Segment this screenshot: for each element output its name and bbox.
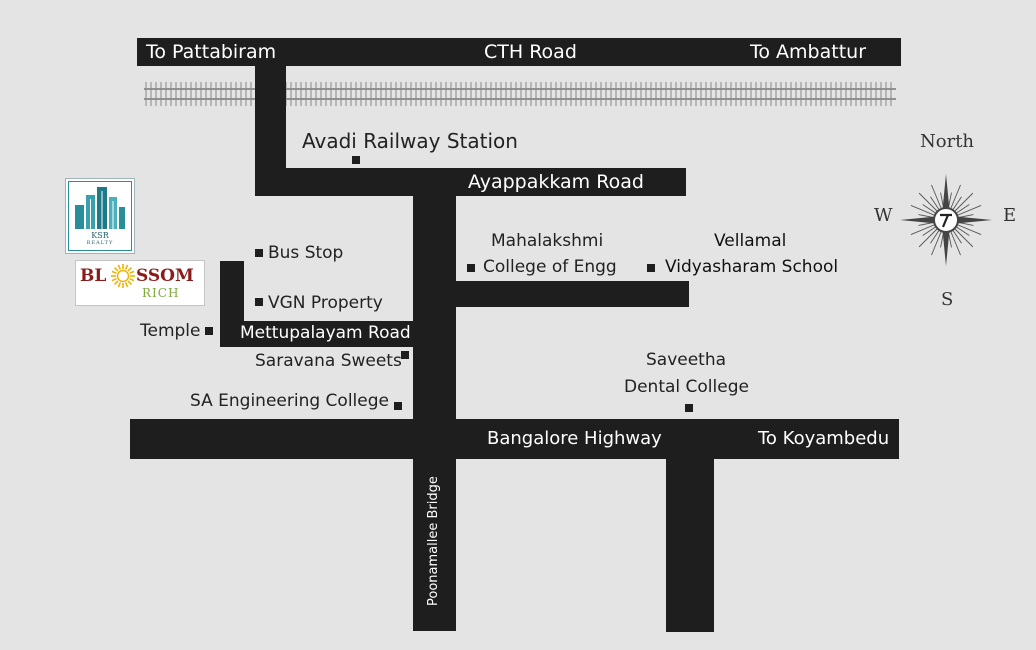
vellamal-label: Vellamal <box>714 231 787 251</box>
bus-stop-marker <box>255 249 263 257</box>
temple-label: Temple <box>140 321 201 341</box>
railway-track <box>144 82 896 106</box>
mettupalayam-road-label: Mettupalayam Road <box>240 323 411 343</box>
saravana-sweets-label: Saravana Sweets <box>255 351 402 371</box>
bangalore-highway <box>130 419 899 459</box>
sun-icon <box>111 264 135 288</box>
compass-south-label: S <box>941 289 954 310</box>
compass-rose-icon <box>900 174 992 266</box>
blossom-logo-left: BL <box>80 266 107 286</box>
school-road <box>413 281 689 307</box>
compass-north-label: North <box>920 131 975 152</box>
blossom-logo-right: SSOM <box>136 266 194 286</box>
blossom-rich-logo: BL SSOM RICH <box>75 260 205 306</box>
koyambedu-branch-road <box>666 440 714 632</box>
sa-engineering-college-marker <box>394 402 402 410</box>
railway-station-marker <box>352 156 360 164</box>
vellamal-school-marker <box>647 264 655 272</box>
poonamallee-road <box>413 168 456 631</box>
rich-logo-text: RICH <box>142 286 180 300</box>
saveetha-label: Saveetha <box>646 350 727 370</box>
sa-engineering-college-label: SA Engineering College <box>190 391 389 411</box>
ksr-logo-text: KSR <box>91 231 109 240</box>
cth-road-label: CTH Road <box>484 41 577 63</box>
poonamallee-bridge-label: Poonamallee Bridge <box>426 476 441 606</box>
to-pattabiram-label: To Pattabiram <box>146 41 277 63</box>
buildings-icon <box>75 187 125 229</box>
avadi-railway-station-label: Avadi Railway Station <box>302 129 518 153</box>
vgn-property-marker <box>255 298 263 306</box>
bangalore-highway-label: Bangalore Highway <box>487 428 662 449</box>
mettupalayam-road <box>220 321 456 347</box>
ayappakkam-road <box>255 168 686 196</box>
temple-marker <box>205 327 213 335</box>
mahalakshmi-label: Mahalakshmi <box>491 231 604 251</box>
dental-college-label: Dental College <box>624 377 749 397</box>
compass-east-label: E <box>1003 205 1017 226</box>
college-of-engg-label: College of Engg <box>483 257 617 277</box>
vidyasharam-school-label: Vidyasharam School <box>665 257 839 277</box>
saveetha-dental-college-marker <box>685 404 693 412</box>
compass-west-label: W <box>874 205 893 226</box>
cth-road <box>137 38 901 66</box>
realty-logo-text: REALTY <box>86 240 114 246</box>
ayappakkam-road-label: Ayappakkam Road <box>468 171 644 193</box>
bus-stop-label: Bus Stop <box>268 243 344 263</box>
ksr-realty-logo: KSR REALTY <box>65 178 135 254</box>
mahalakshmi-college-marker <box>467 264 475 272</box>
vgn-property-label: VGN Property <box>268 293 383 313</box>
to-ambattur-label: To Ambattur <box>750 41 867 63</box>
to-koyambedu-label: To Koyambedu <box>758 428 890 449</box>
saravana-sweets-marker <box>401 351 409 359</box>
